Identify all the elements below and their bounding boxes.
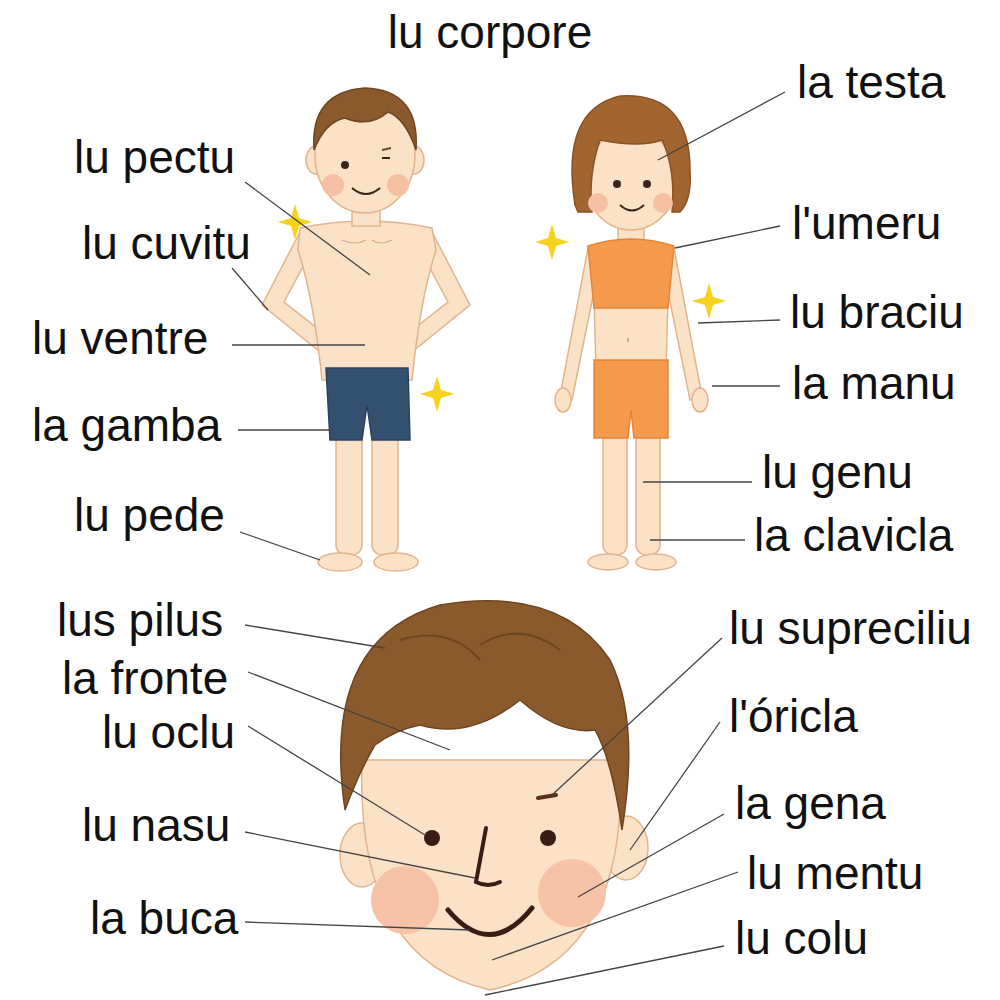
part-label: lu braciu: [788, 288, 966, 336]
woman-figure: [555, 96, 708, 570]
part-label: la buca: [88, 894, 240, 942]
part-label: la manu: [790, 359, 958, 407]
part-label: lu mentu: [745, 849, 925, 897]
part-label: lu supreciliu: [727, 604, 974, 652]
part-label: lu nasu: [80, 801, 232, 849]
part-label: lu ventre: [30, 314, 210, 362]
part-label: lus pilus: [55, 596, 225, 644]
part-label: lu cuvitu: [80, 219, 253, 267]
sparkle: [278, 204, 726, 412]
part-label: la clavicla: [752, 511, 955, 559]
part-label: lu pectu: [72, 133, 237, 181]
face-closeup: [340, 601, 648, 990]
part-label: l'óricla: [727, 692, 860, 740]
part-label: la gamba: [30, 401, 223, 449]
diagram-title: lu corpore: [386, 8, 595, 56]
part-label: lu genu: [760, 448, 915, 496]
part-label: la testa: [795, 58, 947, 106]
part-label: la fronte: [60, 654, 230, 702]
part-label: l'umeru: [790, 199, 943, 247]
part-label: la gena: [733, 779, 888, 827]
man-figure: [262, 88, 470, 571]
part-label: lu oclu: [100, 708, 237, 756]
part-label: lu pede: [72, 491, 227, 539]
part-label: lu colu: [733, 914, 870, 962]
leader-line: [232, 92, 785, 995]
